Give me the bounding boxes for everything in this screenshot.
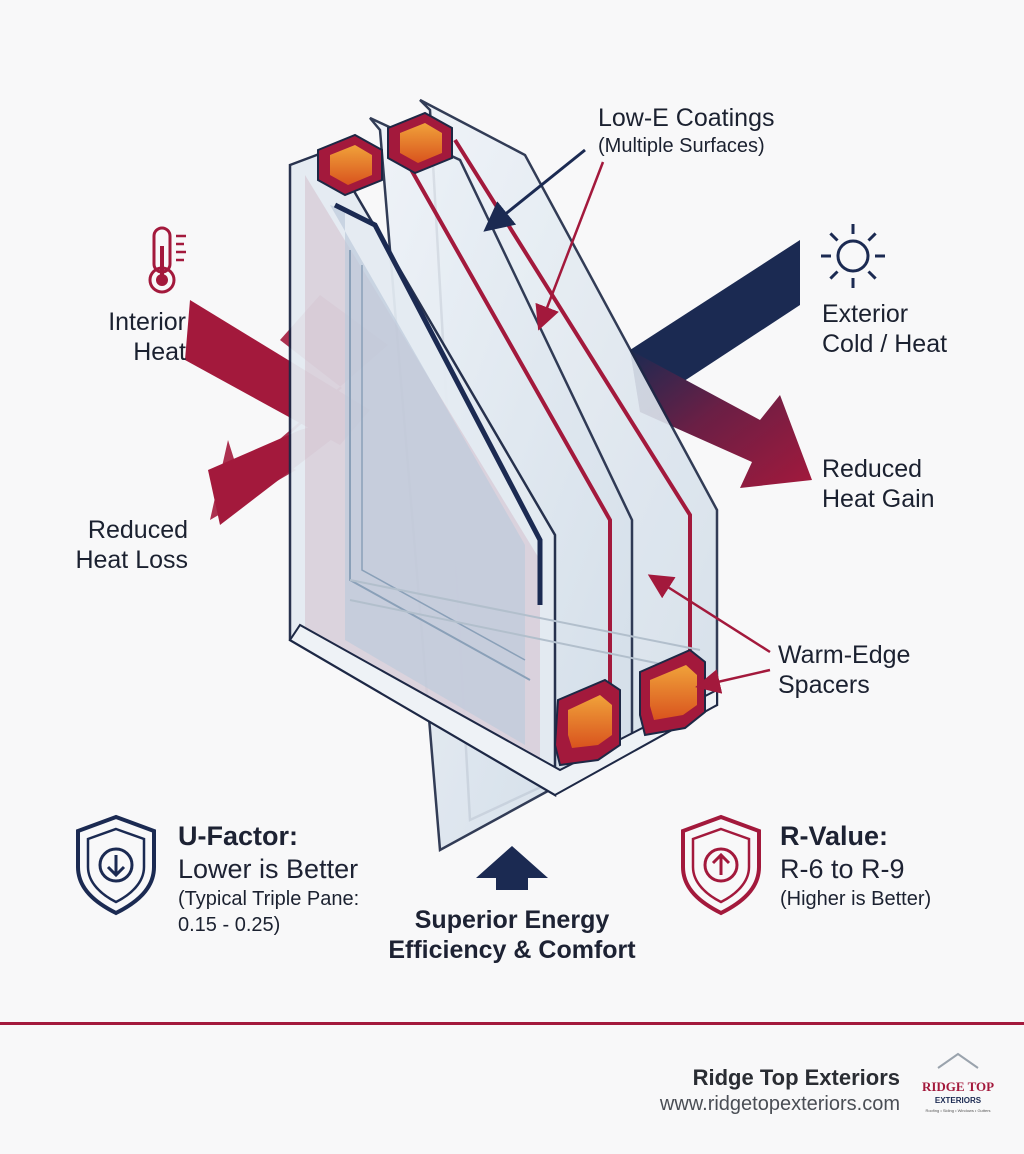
warm-edge-spacer-bottom-right (639, 648, 706, 737)
shield-up-arrow-icon (681, 814, 761, 916)
center-caption: Superior Energy Efficiency & Comfort (388, 906, 636, 964)
reduced-heat-loss-label: Reduced Heat Loss (75, 516, 188, 574)
r-value-title: R-Value: (780, 821, 889, 851)
svg-text:EXTERIORS: EXTERIORS (935, 1096, 982, 1105)
u-factor-title: U-Factor: (178, 821, 298, 851)
spacer-leader-lower (695, 668, 771, 694)
spacer-leader-upper (647, 574, 771, 654)
interior-heat-label: Interior Heat (108, 308, 186, 366)
r-value-note: (Higher is Better) (780, 888, 932, 910)
svg-text:Roofing • Siding • Windows • G: Roofing • Siding • Windows • Gutters (925, 1108, 990, 1113)
u-factor-block: U-Factor: Lower is Better (Typical Tripl… (178, 820, 359, 938)
u-factor-note-1: (Typical Triple Pane: (178, 888, 360, 910)
sun-icon (821, 224, 885, 288)
footer-company: Ridge Top Exteriors www.ridgetopexterior… (660, 1064, 900, 1116)
shield-down-arrow-icon (76, 814, 156, 916)
r-value-block: R-Value: R-6 to R-9 (Higher is Better) (780, 820, 931, 912)
low-e-coatings-label: Low-E Coatings (Multiple Surfaces) (598, 104, 775, 157)
up-arrow-icon (476, 846, 548, 890)
u-factor-subtitle: Lower is Better (178, 854, 359, 884)
warm-edge-spacer-bottom-left (553, 678, 621, 767)
r-value-subtitle: R-6 to R-9 (780, 854, 905, 884)
company-logo: RIDGE TOP EXTERIORS Roofing • Siding • W… (922, 1052, 994, 1113)
reduced-heat-gain-label: Reduced Heat Gain (822, 455, 935, 513)
low-e-leader-navy (483, 148, 586, 232)
footer-divider (0, 1022, 1024, 1025)
warm-edge-spacer-top-right (387, 111, 453, 175)
reduced-heat-gain-arrow (630, 240, 812, 488)
low-e-leader-red (535, 161, 605, 331)
company-name: Ridge Top Exteriors (692, 1065, 900, 1090)
u-factor-note-2: 0.15 - 0.25) (178, 914, 281, 936)
exterior-label: Exterior Cold / Heat (822, 300, 948, 358)
company-url[interactable]: www.ridgetopexteriors.com (659, 1093, 900, 1115)
thermometer-icon (148, 226, 186, 294)
svg-text:RIDGE TOP: RIDGE TOP (922, 1079, 994, 1094)
warm-edge-spacers-label: Warm-Edge Spacers (778, 641, 911, 699)
warm-edge-spacer-top-left (317, 133, 383, 197)
